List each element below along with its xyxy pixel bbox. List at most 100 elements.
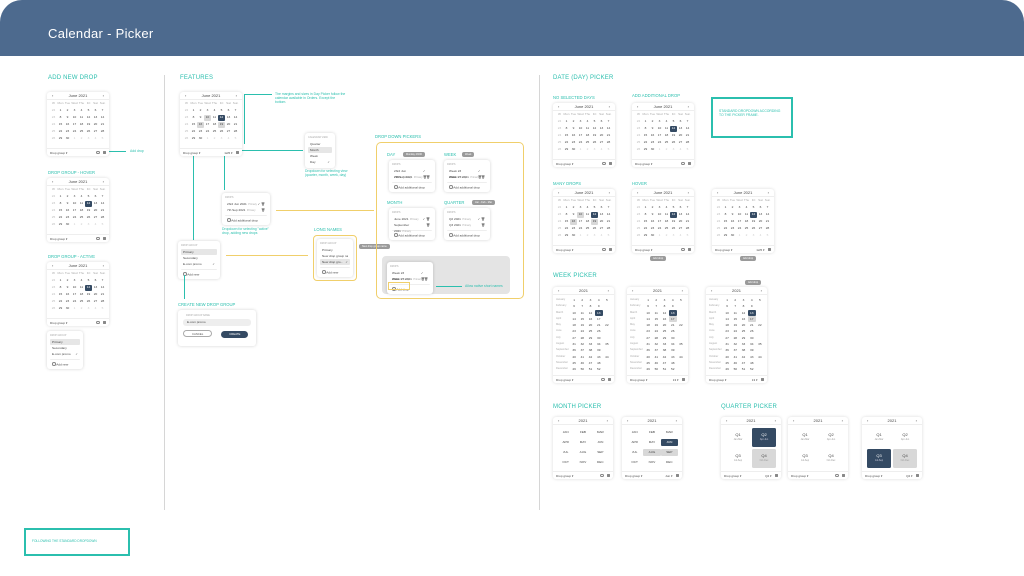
week-cell[interactable]: 37 bbox=[580, 348, 585, 353]
day-cell[interactable]: 14 bbox=[233, 115, 238, 119]
trash-icon[interactable]: 🗑 bbox=[426, 223, 430, 227]
day-cell[interactable]: 8 bbox=[724, 212, 727, 216]
menu-item-month[interactable]: Month bbox=[308, 147, 332, 153]
day-cell[interactable]: 5 bbox=[87, 108, 90, 112]
day-cell[interactable]: 19 bbox=[671, 133, 676, 137]
day-cell[interactable]: 30 bbox=[730, 233, 735, 237]
month-cell[interactable]: OCT bbox=[562, 460, 569, 464]
day-cell[interactable]: 26 bbox=[219, 129, 224, 133]
week-cell[interactable]: 16 bbox=[588, 316, 593, 321]
day-cell[interactable]: 21 bbox=[100, 292, 105, 296]
menu-item[interactable]: Primary bbox=[320, 247, 350, 253]
day-cell[interactable]: 15 bbox=[58, 292, 63, 296]
day-cell[interactable]: 4 bbox=[600, 233, 603, 237]
day-cell[interactable]: 5 bbox=[607, 233, 610, 237]
day-cell[interactable]: 4 bbox=[94, 136, 97, 140]
day-cell[interactable]: 2 bbox=[66, 194, 69, 198]
check-trash-icon[interactable]: ✓ 🗑 bbox=[477, 217, 485, 221]
week-cell[interactable]: 50 bbox=[580, 367, 585, 372]
day-cell[interactable]: 27 bbox=[599, 140, 604, 144]
week-cell[interactable]: 4 bbox=[671, 298, 674, 302]
week-cell[interactable]: 9 bbox=[597, 304, 600, 309]
day-cell[interactable]: 9 bbox=[66, 115, 69, 119]
day-cell[interactable]: 17 bbox=[657, 219, 662, 223]
week-cell[interactable]: 4 bbox=[750, 298, 753, 302]
day-cell[interactable]: 15 bbox=[564, 219, 569, 223]
day-cell[interactable]: 16 bbox=[197, 122, 204, 128]
day-cell[interactable]: 3 bbox=[579, 119, 582, 123]
week-cell[interactable]: 1 bbox=[647, 298, 649, 302]
day-cell[interactable]: 25 bbox=[212, 129, 217, 133]
week-cell[interactable]: 30 bbox=[749, 335, 754, 340]
day-cell[interactable]: 16 bbox=[570, 219, 577, 225]
prev-month-icon[interactable]: ‹ bbox=[711, 288, 713, 293]
day-cell[interactable]: 1 bbox=[73, 136, 76, 140]
day-cell[interactable]: 2 bbox=[80, 222, 83, 226]
day-cell[interactable]: 4 bbox=[600, 147, 603, 151]
day-cell[interactable]: 16 bbox=[730, 219, 735, 223]
week-cell[interactable]: 15 bbox=[733, 316, 738, 321]
week-cell[interactable]: 27 bbox=[646, 335, 650, 340]
day-cell[interactable]: 2 bbox=[572, 119, 575, 123]
day-cell[interactable]: 3 bbox=[738, 205, 741, 209]
add-drop-icon[interactable] bbox=[681, 161, 685, 166]
week-cell[interactable]: 35 bbox=[605, 342, 609, 347]
drop-group-dropdown[interactable]: Drop group ▾ bbox=[635, 162, 652, 166]
next-month-icon[interactable]: › bbox=[606, 418, 608, 423]
week-cell[interactable]: 20 bbox=[741, 323, 746, 328]
day-cell[interactable]: 23 bbox=[198, 129, 203, 133]
add-drop-button[interactable]: Add additional drop bbox=[447, 182, 487, 190]
week-cell[interactable]: 33 bbox=[662, 342, 667, 347]
week-cell[interactable]: 34 bbox=[596, 342, 601, 347]
day-cell[interactable]: 19 bbox=[86, 292, 91, 296]
week-cell[interactable]: 14 bbox=[646, 316, 650, 321]
week-cell[interactable]: 49 bbox=[646, 367, 650, 372]
week-cell[interactable]: 36 bbox=[572, 348, 576, 353]
next-month-icon[interactable]: › bbox=[608, 104, 610, 109]
day-cell[interactable]: 25 bbox=[585, 140, 590, 144]
day-cell[interactable]: 14 bbox=[100, 201, 105, 205]
week-cell[interactable]: 48 bbox=[596, 360, 601, 365]
drop-group-dropdown[interactable]: Drop group ▾ bbox=[715, 248, 732, 252]
day-cell[interactable]: 5 bbox=[672, 205, 675, 209]
week-cell[interactable]: 15 bbox=[580, 316, 585, 321]
week-cell[interactable]: 41 bbox=[654, 354, 659, 359]
prev-month-icon[interactable]: ‹ bbox=[717, 190, 719, 195]
week-cell[interactable]: 41 bbox=[733, 354, 738, 359]
day-cell[interactable]: 23 bbox=[571, 140, 576, 144]
week-cell[interactable]: 8 bbox=[742, 304, 745, 309]
day-cell[interactable]: 11 bbox=[585, 126, 590, 130]
day-cell[interactable]: 3 bbox=[593, 147, 596, 151]
day-cell[interactable]: 1 bbox=[738, 233, 741, 237]
month-cell[interactable]: AUG bbox=[579, 450, 587, 454]
next-month-icon[interactable]: › bbox=[675, 418, 677, 423]
day-cell[interactable]: 21 bbox=[100, 208, 105, 212]
day-cell[interactable]: 2 bbox=[586, 233, 589, 237]
day-cell[interactable]: 3 bbox=[658, 205, 661, 209]
trash-icon[interactable]: 🗑 bbox=[426, 175, 430, 179]
week-cell[interactable]: 16 bbox=[741, 316, 746, 321]
day-cell[interactable]: 7 bbox=[686, 119, 689, 123]
day-cell[interactable]: 24 bbox=[205, 129, 210, 133]
day-cell[interactable]: 7 bbox=[234, 108, 237, 112]
prev-month-icon[interactable]: ‹ bbox=[627, 418, 629, 423]
view-icon[interactable] bbox=[760, 377, 764, 382]
prev-month-icon[interactable]: ‹ bbox=[558, 418, 560, 423]
day-cell[interactable]: 26 bbox=[86, 215, 91, 219]
day-cell[interactable]: 2 bbox=[665, 147, 668, 151]
day-cell[interactable]: 10 bbox=[72, 285, 77, 289]
day-cell[interactable]: 8 bbox=[59, 201, 62, 205]
day-cell[interactable]: 19 bbox=[86, 208, 91, 212]
view-dropdown[interactable]: 13 ▾ bbox=[752, 378, 758, 382]
drop-group-dropdown[interactable]: Drop group ▾ bbox=[791, 474, 808, 478]
day-cell[interactable]: 21 bbox=[765, 219, 770, 223]
next-month-icon[interactable]: › bbox=[608, 190, 610, 195]
day-cell[interactable]: 2 bbox=[586, 147, 589, 151]
week-cell[interactable]: 51 bbox=[662, 367, 667, 372]
day-cell[interactable]: 28 bbox=[100, 129, 105, 133]
drop-group-dropdown[interactable]: Drop group ▾ bbox=[556, 378, 573, 382]
day-cell[interactable]: 3 bbox=[672, 233, 675, 237]
